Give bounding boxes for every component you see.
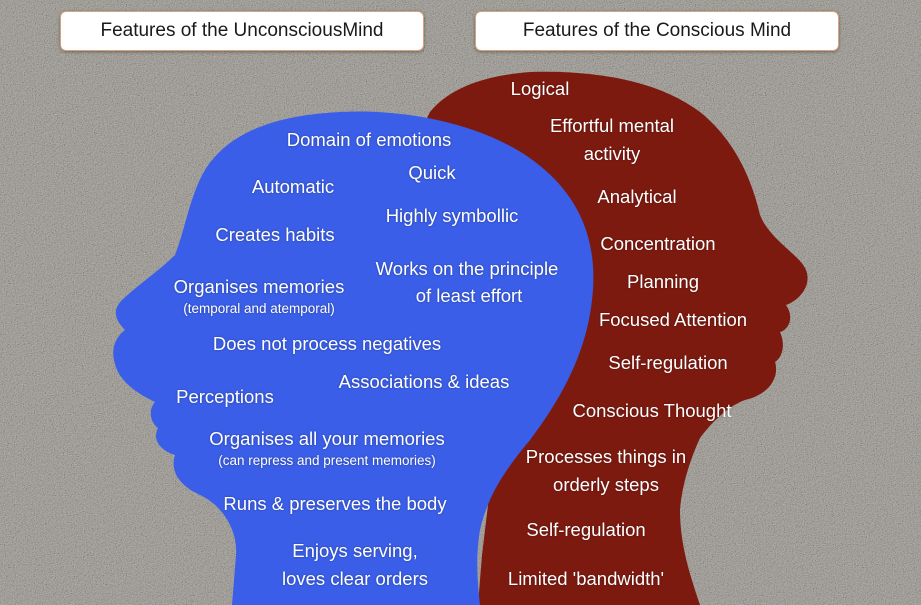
label-conscious-thought: Conscious Thought: [572, 400, 732, 421]
label-self-regulation-1: Self-regulation: [608, 352, 728, 373]
unconscious-title: Features of the UnconsciousMind: [100, 20, 384, 41]
organises-memories-subtext: (temporal and atemporal): [183, 301, 335, 316]
label-no-negatives: Does not process negatives: [212, 333, 442, 354]
unconscious-head: [113, 111, 594, 605]
conscious-title-box: Features of the Conscious Mind: [475, 11, 839, 51]
label-body: Runs & preserves the body: [223, 493, 447, 514]
label-quick: Quick: [408, 162, 456, 183]
unconscious-title-box: Features of the UnconsciousMind: [60, 11, 424, 51]
label-perceptions: Perceptions: [176, 386, 274, 407]
label-automatic: Automatic: [251, 176, 335, 197]
label-organises-memories: Organises memories (temporal and atempor…: [174, 273, 345, 317]
label-least-effort-line1: Works on the principle: [375, 258, 559, 279]
label-effortful-line1: Effortful mental: [549, 115, 675, 136]
label-concentration: Concentration: [600, 233, 716, 254]
label-planning: Planning: [626, 271, 700, 292]
label-associations: Associations & ideas: [338, 371, 510, 392]
label-orderly-line1: Processes things in: [525, 446, 687, 467]
label-domain-of-emotions: Domain of emotions: [286, 129, 452, 150]
label-self-regulation-2: Self-regulation: [526, 519, 646, 540]
label-highly-symbolic: Highly symbollic: [385, 205, 519, 226]
organises-memories-text: Organises memories: [173, 276, 345, 297]
all-memories-text: Organises all your memories: [209, 428, 445, 449]
label-logical: Logical: [510, 78, 570, 99]
conscious-title: Features of the Conscious Mind: [522, 20, 792, 41]
label-least-effort-line2: of least effort: [415, 285, 523, 306]
label-analytical: Analytical: [597, 186, 677, 207]
label-effortful-line2: activity: [583, 143, 641, 164]
label-bandwidth: Limited 'bandwidth': [507, 568, 665, 589]
label-serving-line2: loves clear orders: [281, 568, 429, 589]
label-creates-habits: Creates habits: [215, 224, 335, 245]
label-focused-attention: Focused Attention: [598, 309, 748, 330]
all-memories-subtext: (can repress and present memories): [218, 453, 436, 468]
label-all-memories: Organises all your memories (can repress…: [209, 425, 444, 469]
label-serving-line1: Enjoys serving,: [292, 540, 418, 561]
label-orderly-line2: orderly steps: [553, 474, 659, 495]
